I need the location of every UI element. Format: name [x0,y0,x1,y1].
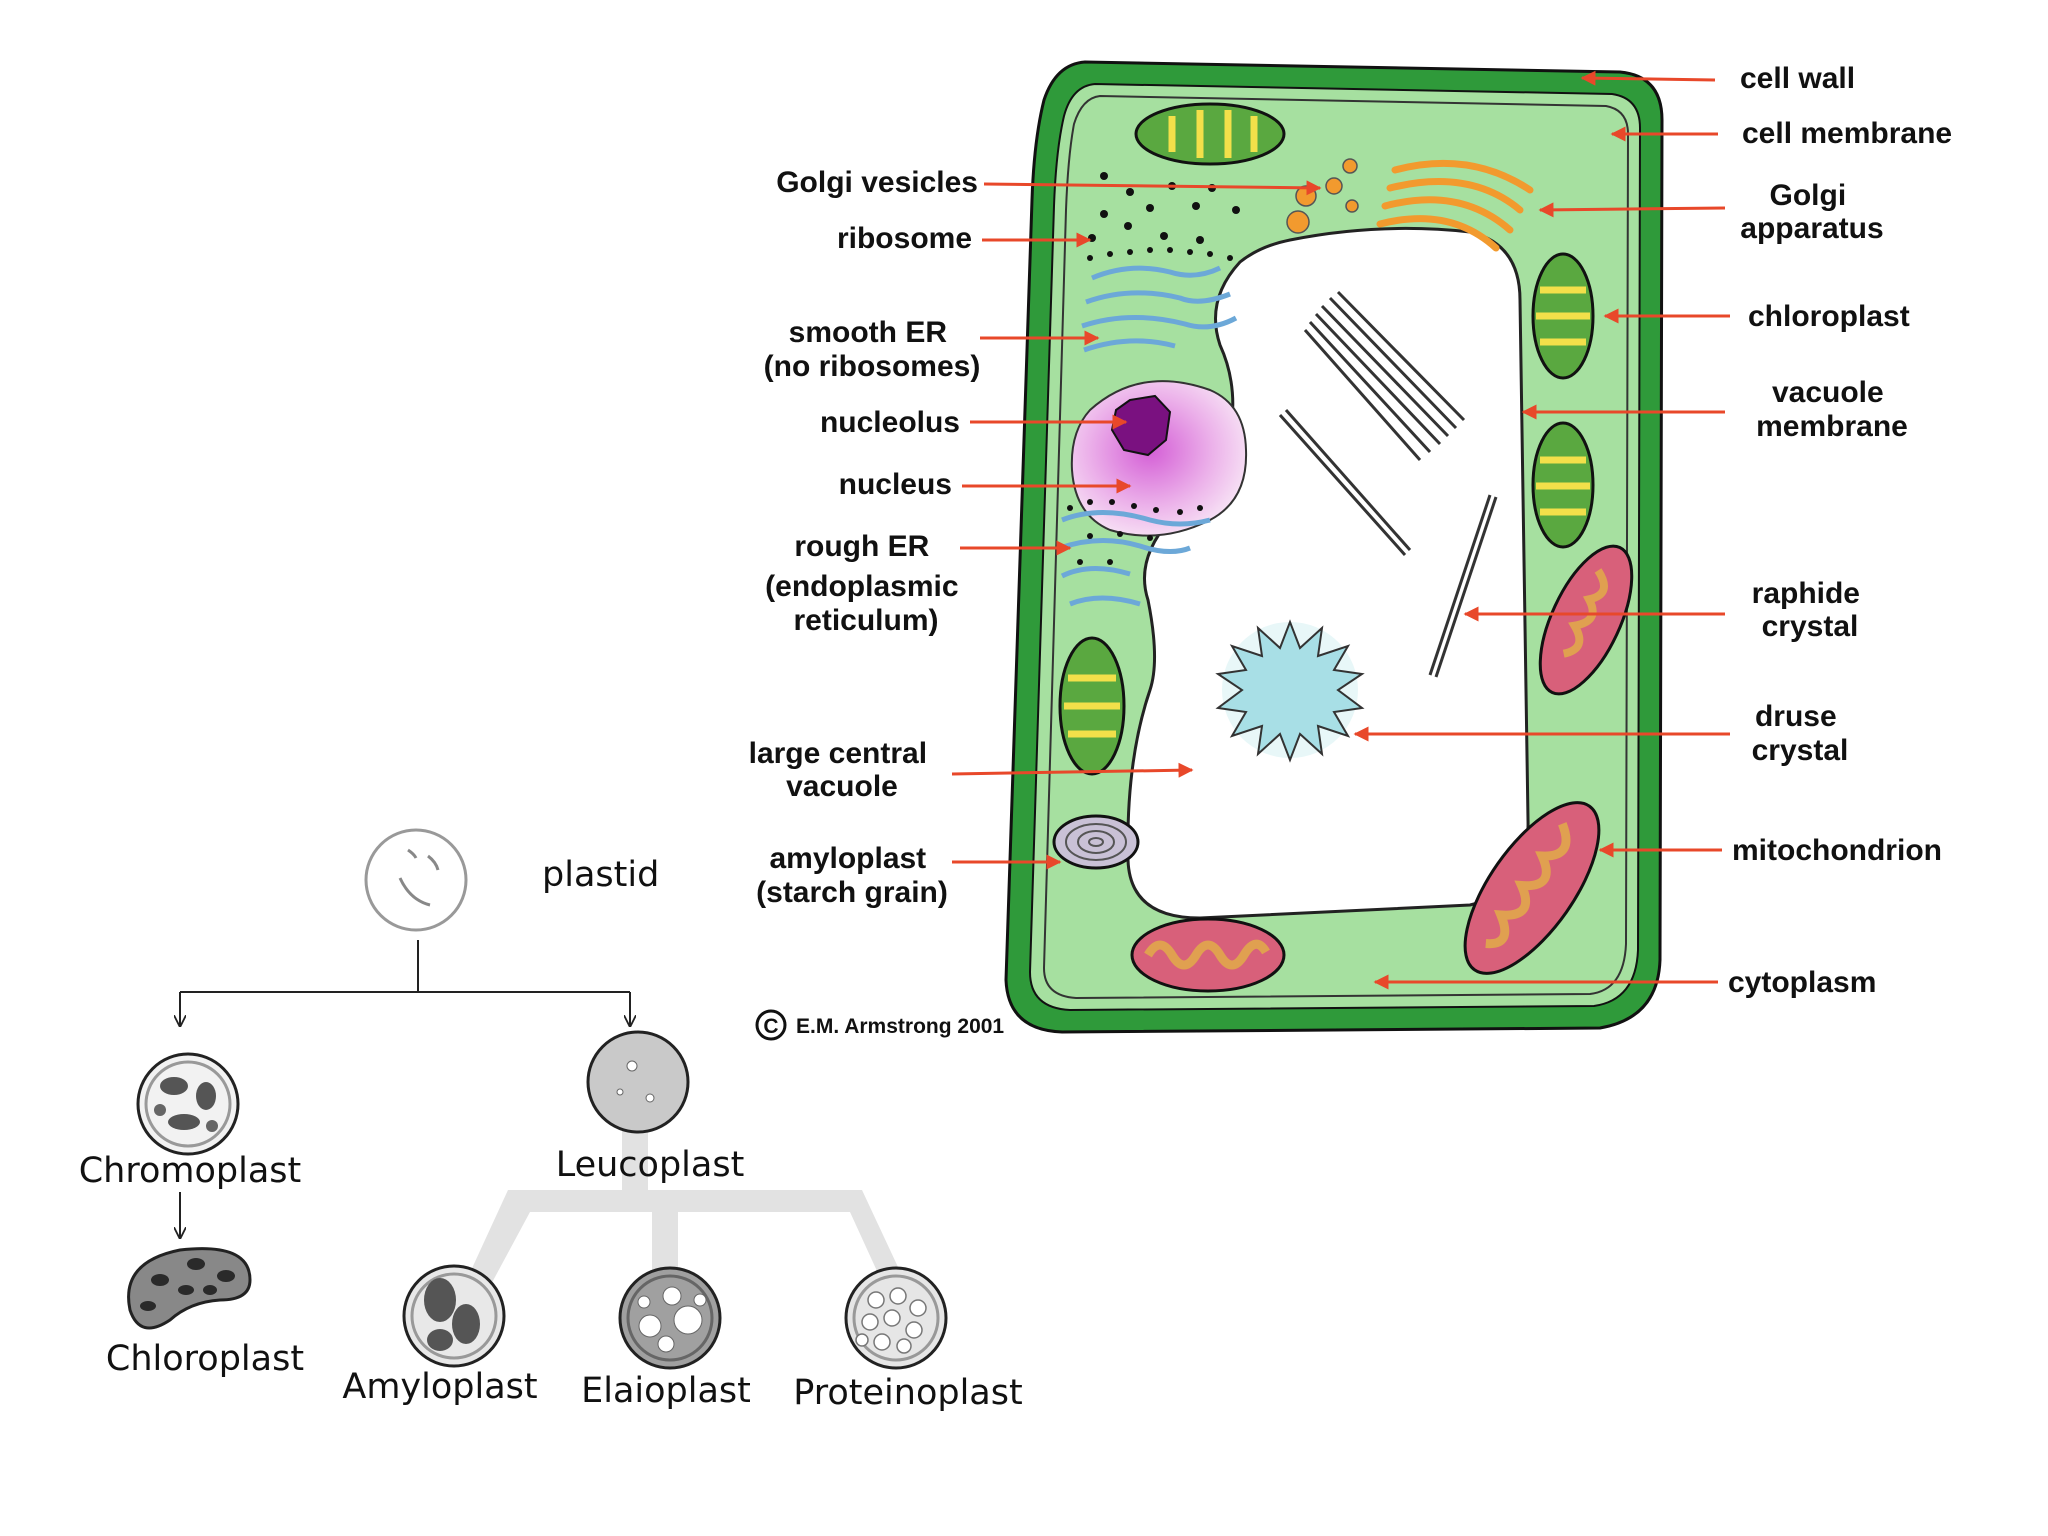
label-cytoplasm: cytoplasm [1728,966,1876,999]
cell-membrane [1042,94,1630,1000]
amyloplast-starch-grain [1052,814,1140,870]
chloroplast-left [1058,636,1126,776]
label-druse-crystal: druse crystal [1752,700,1849,767]
chloroplast-right-1 [1531,252,1595,380]
label-arrows [951,70,1730,990]
mitochondrion-right-2 [1463,801,1601,975]
label-rough-er: rough ER (endoplasmic reticulum) [765,530,967,637]
proteinoplast-icon [844,1266,948,1370]
amyloplast-tree-label: Amyloplast [342,1367,537,1407]
smooth-er [1081,265,1238,353]
label-mitochondrion: mitochondrion [1732,834,1942,867]
druse-crystal [1215,619,1365,763]
leucoplast-icon [586,1030,690,1134]
golgi-apparatus [1376,159,1534,252]
label-golgi-vesicles: Golgi vesicles [776,166,978,199]
chloroplast-tree-label: Chloroplast [106,1339,304,1379]
elaioplast-label: Elaioplast [581,1371,751,1411]
amyloplast-tree-icon [402,1264,506,1368]
chloroplast-tree-icon [127,1247,252,1330]
rough-er [1059,510,1211,607]
plastid-icon [364,828,468,932]
copyright-symbol-letter: C [763,1015,778,1038]
leucoplast-label: Leucoplast [556,1145,745,1185]
label-ribosome: ribosome [837,222,972,255]
label-amyloplast: amyloplast (starch grain) [756,842,948,909]
label-cell-membrane: cell membrane [1742,117,1952,150]
chloroplast-right-2 [1531,421,1595,549]
plastid-tree: plastid Chromoplast Chloroplast [79,828,1023,1413]
label-nucleolus: nucleolus [820,406,960,439]
chromoplast-icon [136,1052,240,1156]
leucoplast-branches [462,1128,905,1290]
chloroplast-top [1134,102,1286,166]
label-smooth-er: smooth ER (no ribosomes) [764,316,981,383]
plastid-label: plastid [542,855,659,895]
label-golgi-apparatus: Golgi apparatus [1740,179,1883,245]
copyright-notice: C E.M. Armstrong 2001 [755,1009,1004,1041]
mitochondrion-bottom [1130,917,1286,993]
cell-labels: cell wall cell membrane Golgi vesicles r… [749,62,1952,999]
tree-connectors [180,940,630,1238]
proteinoplast-label: Proteinoplast [793,1373,1022,1413]
label-raphide-crystal: raphide crystal [1752,577,1869,643]
label-chloroplast: chloroplast [1748,300,1910,333]
elaioplast-icon [618,1266,722,1370]
mitochondrion-right-1 [1538,544,1634,696]
label-nucleus: nucleus [839,468,952,501]
copyright-text: E.M. Armstrong 2001 [796,1015,1004,1038]
copyright-symbol [755,1009,787,1041]
rough-er-ribosomes [1067,499,1203,565]
chromoplast-label: Chromoplast [79,1151,302,1191]
plant-cell [1004,60,1664,1034]
label-vacuole-membrane: vacuole membrane [1756,376,1908,443]
label-large-central-vacuole: large central vacuole [749,737,936,803]
label-cell-wall: cell wall [1740,62,1855,95]
raphide-crystals [1278,290,1498,678]
